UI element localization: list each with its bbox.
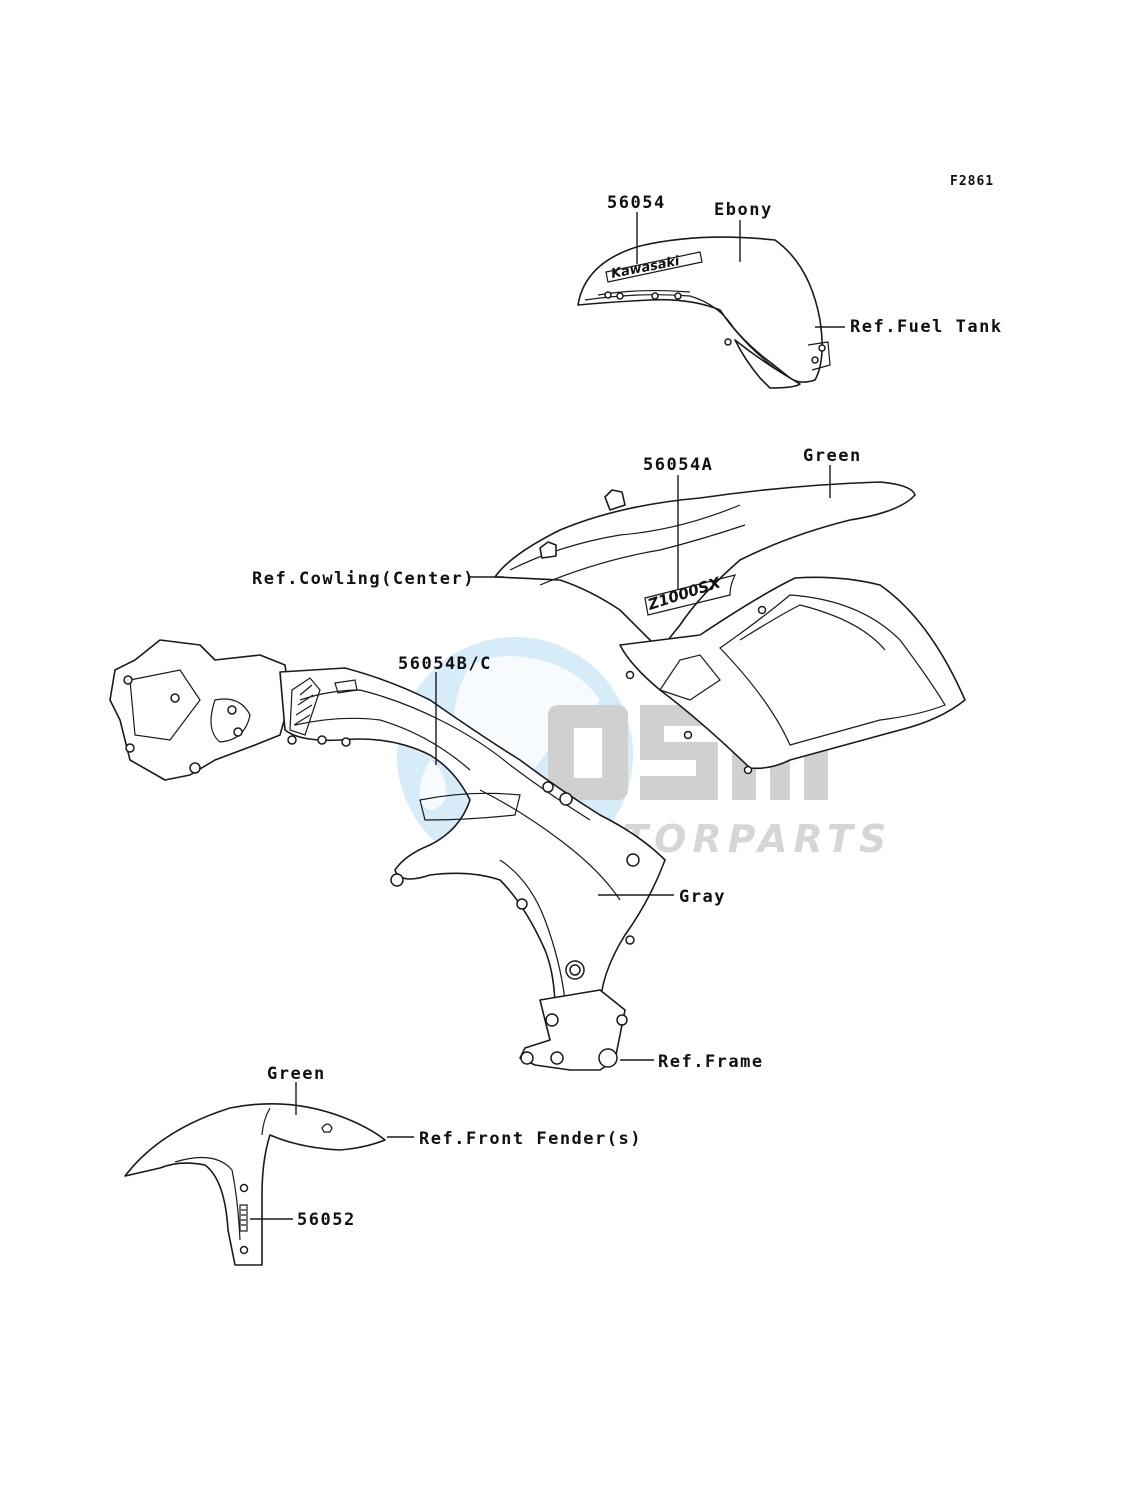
- label-cowling-green: Green: [803, 446, 862, 466]
- label-ref-cowling-center: Ref.Cowling(Center): [252, 569, 475, 589]
- front-fender-drawing: [124, 1102, 386, 1266]
- label-ref-frame: Ref.Frame: [658, 1052, 764, 1072]
- label-56052: 56052: [297, 1210, 356, 1230]
- label-56054: 56054: [607, 193, 666, 213]
- cowling-drawing: Z1000SX: [494, 481, 966, 775]
- label-56054b-c: 56054B/C: [398, 654, 492, 674]
- label-ref-front-fender: Ref.Front Fender(s): [419, 1129, 642, 1149]
- figure-code: F2861: [950, 174, 994, 189]
- label-ref-fuel-tank: Ref.Fuel Tank: [850, 317, 1003, 337]
- label-ebony: Ebony: [714, 200, 773, 220]
- leader-lines: [250, 212, 845, 1220]
- label-56054a: 56054A: [643, 455, 713, 475]
- label-gray: Gray: [679, 887, 726, 907]
- fuel-tank-drawing: Kawasaki: [577, 236, 831, 389]
- frame-drawing: [109, 639, 666, 1071]
- label-fender-green: Green: [267, 1064, 326, 1084]
- part-labels: 56054 Ebony Ref.Fuel Tank 56054A Green R…: [252, 193, 1003, 1230]
